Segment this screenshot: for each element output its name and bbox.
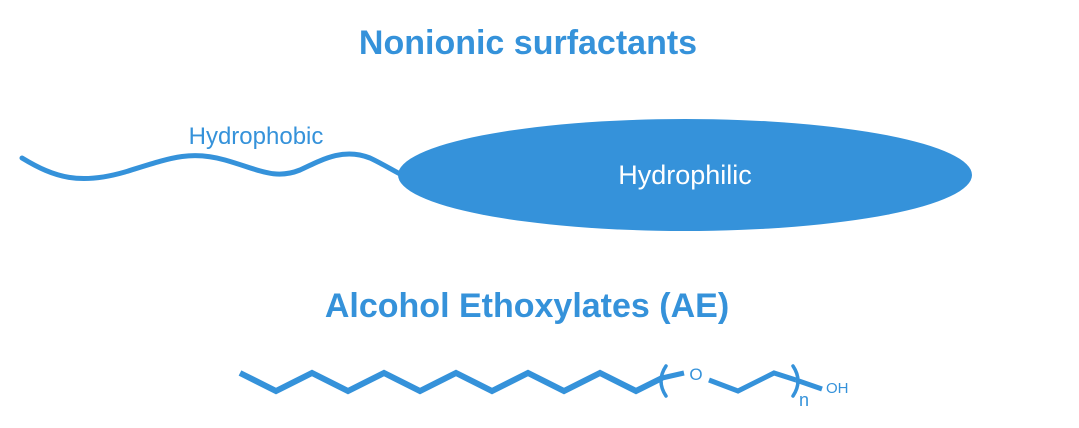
bond-c-o-left bbox=[661, 370, 685, 381]
hydroxyl-end-group-label: OH bbox=[826, 380, 849, 397]
ethylene-unit bbox=[708, 370, 797, 394]
hydrophobic-tail bbox=[19, 151, 411, 182]
bond-to-oh bbox=[795, 377, 823, 392]
hydrophilic-head bbox=[398, 119, 972, 231]
alkyl-chain bbox=[238, 369, 664, 395]
hydrophobic-label: Hydrophobic bbox=[189, 123, 324, 150]
oxygen-atom-label: O bbox=[689, 365, 702, 384]
nonionic-surfactants-title: Nonionic surfactants bbox=[359, 24, 697, 62]
hydrophilic-label: Hydrophilic bbox=[618, 160, 752, 190]
repeat-subscript-n: n bbox=[799, 390, 809, 410]
repeat-left-bracket bbox=[659, 364, 668, 398]
alcohol-ethoxylates-title: Alcohol Ethoxylates (AE) bbox=[325, 287, 729, 325]
